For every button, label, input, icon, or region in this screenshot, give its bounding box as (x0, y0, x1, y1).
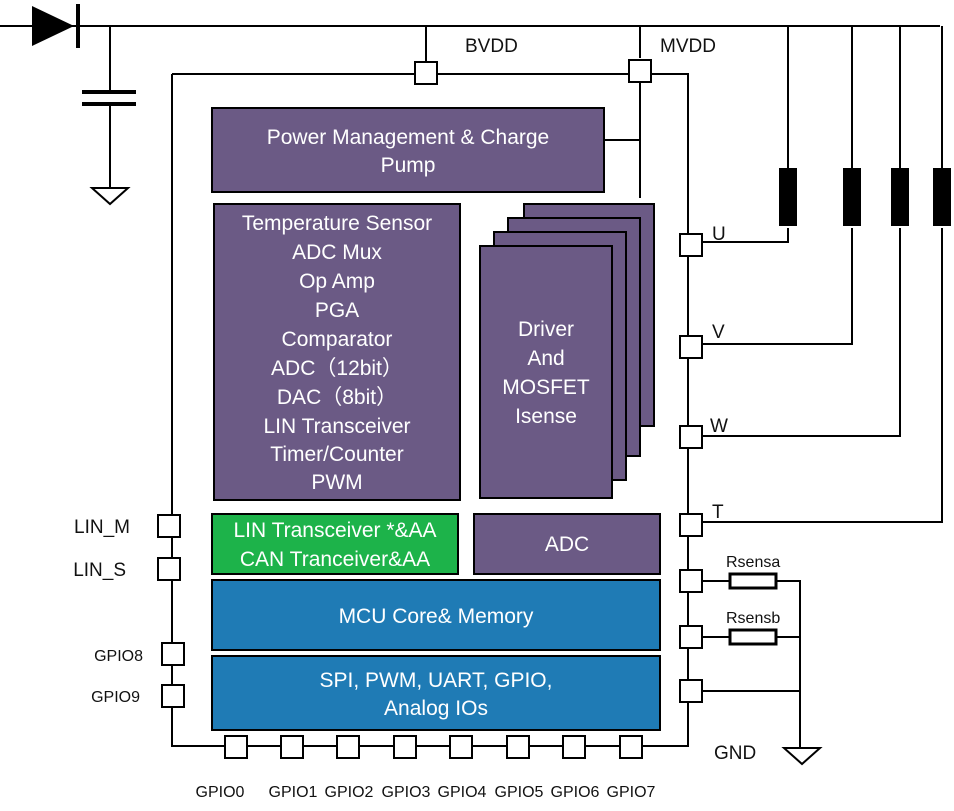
pin-label-t: T (712, 502, 724, 523)
pin-v (679, 335, 703, 359)
pin-gpio4 (449, 735, 473, 759)
pin-label-gpio6: GPIO6 (551, 784, 600, 801)
pin-w (679, 425, 703, 449)
gnd-label: GND (714, 743, 756, 764)
pin-gpio6 (562, 735, 586, 759)
analog-item: ADC（12bit） (271, 357, 403, 380)
analog-item: Op Amp (299, 270, 375, 293)
pin-rsensb (679, 625, 703, 649)
resistor-rsensa (728, 572, 778, 590)
pin-label-u: U (712, 224, 726, 245)
mcu-label: MCU Core& Memory (339, 605, 534, 628)
pin-gpio1 (280, 735, 304, 759)
diode-icon (32, 4, 80, 48)
periph-line-2: Analog IOs (384, 697, 488, 720)
pin-gpio5 (506, 735, 530, 759)
pin-label-gpio0: GPIO0 (196, 784, 245, 801)
pin-gpio3 (393, 735, 417, 759)
driver-line: MOSFET (502, 376, 590, 399)
analog-item: PGA (315, 299, 359, 322)
pin-label-lin-m: LIN_M (74, 517, 130, 538)
driver-block (479, 245, 613, 499)
pin-lin-s (157, 557, 181, 581)
pin-gpio7 (619, 735, 643, 759)
pin-label-gpio9: GPIO9 (91, 689, 140, 706)
ground-icon-top (89, 187, 131, 206)
resistor-rsensb (728, 628, 778, 646)
coil-v (843, 168, 861, 226)
analog-item: Temperature Sensor (242, 212, 432, 235)
pin-lin-m (157, 514, 181, 538)
mvdd-label: MVDD (660, 36, 716, 57)
pin-label-gpio3: GPIO3 (382, 784, 431, 801)
motor-coils (779, 168, 951, 226)
analog-item: Timer/Counter (270, 443, 403, 466)
power-block-line-1: Power Management & Charge (267, 126, 550, 149)
pin-gpio8 (161, 642, 185, 666)
pin-gpio2 (336, 735, 360, 759)
pin-gnd-sense (679, 679, 703, 703)
analog-item: DAC（8bit） (277, 386, 397, 409)
resistor-label-rsensb: Rsensb (726, 610, 780, 627)
transceiver-block (211, 513, 459, 575)
power-block-line-2: Pump (381, 154, 436, 177)
bvdd-label: BVDD (465, 36, 518, 57)
pin-gpio0 (224, 735, 248, 759)
ground-icon-bottom (781, 747, 823, 766)
pin-boxes (157, 59, 703, 759)
analog-item: ADC Mux (292, 241, 382, 264)
driver-line: Isense (515, 405, 577, 428)
pin-gpio9 (161, 684, 185, 708)
coil-u (779, 168, 797, 226)
periph-line-1: SPI, PWM, UART, GPIO, (320, 669, 553, 692)
analog-item: LIN Transceiver (263, 415, 410, 438)
pin-rsensa (679, 569, 703, 593)
pin-label-lin-s: LIN_S (73, 560, 126, 581)
analog-item: Comparator (282, 328, 393, 351)
pin-bvdd (414, 61, 438, 85)
pin-label-gpio8: GPIO8 (94, 648, 143, 665)
pin-u (679, 233, 703, 257)
capacitor-icon (82, 90, 136, 106)
pin-label-w: W (710, 416, 728, 437)
driver-line: Driver (518, 318, 574, 341)
transceiver-line-1: LIN Transceiver *&AA (233, 519, 436, 542)
pin-mvdd (628, 59, 652, 83)
analog-item: PWM (311, 471, 362, 494)
driver-line: And (527, 347, 564, 370)
coil-w (891, 168, 909, 226)
mcu-core-block (211, 579, 661, 651)
resistor-label-rsensa: Rsensa (726, 554, 780, 571)
peripherals-block (211, 655, 661, 731)
pin-label-gpio1: GPIO1 (269, 784, 318, 801)
power-management-block (211, 107, 605, 193)
analog-block (213, 203, 461, 501)
adc-label: ADC (545, 533, 589, 556)
pin-label-gpio2: GPIO2 (325, 784, 374, 801)
transceiver-line-2: CAN Tranceiver&AA (240, 548, 430, 571)
pin-label-gpio4: GPIO4 (438, 784, 487, 801)
coil-t (933, 168, 951, 226)
adc-block (473, 513, 661, 575)
pin-label-gpio7: GPIO7 (607, 784, 656, 801)
pin-label-gpio5: GPIO5 (495, 784, 544, 801)
pin-label-v: V (712, 322, 725, 343)
pin-t (679, 513, 703, 537)
